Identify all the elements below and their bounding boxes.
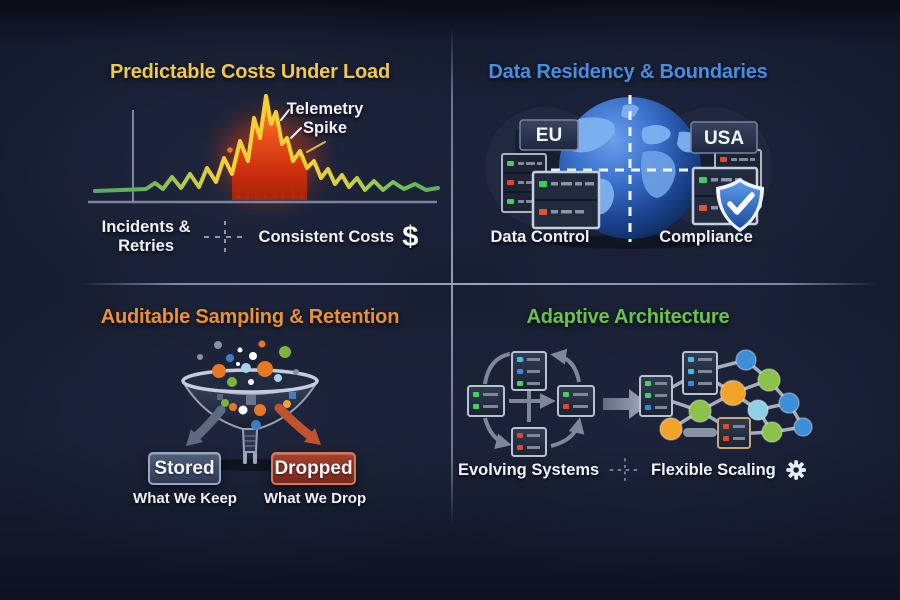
- compliance-label: Compliance: [659, 228, 753, 246]
- annotation-dashes: [280, 109, 326, 153]
- architecture-caption-row: Evolving Systems Flexible Scaling: [458, 452, 806, 488]
- arrow-right-icon: [274, 403, 321, 445]
- funnel-prong-left: [243, 452, 247, 464]
- spike-baseline-ticks: [237, 188, 303, 199]
- spike-fill-area: [232, 96, 307, 200]
- consistent-costs-label: Consistent Costs: [258, 227, 395, 246]
- architecture-title: Adaptive Architecture: [526, 306, 730, 328]
- vertical-divider: [451, 28, 453, 525]
- residency-title: Data Residency & Boundaries: [488, 61, 768, 83]
- cycle-server-right: [557, 385, 595, 417]
- dropped-badge: Dropped: [271, 452, 356, 485]
- cycle-server-bottom: [511, 427, 547, 457]
- horizontal-divider: [78, 283, 880, 285]
- stray-dot: [227, 147, 233, 153]
- mesh-server-top: [682, 351, 718, 395]
- eu-rack-front: [531, 170, 601, 230]
- mesh-server-left: [639, 375, 673, 417]
- evolving-systems-label: Evolving Systems: [458, 460, 600, 479]
- data-control-label: Data Control: [490, 228, 590, 246]
- costs-caption-row: Incidents & Retries Consistent Costs $: [88, 214, 432, 260]
- flexible-scaling-label: Flexible Scaling: [651, 460, 776, 479]
- what-we-keep-label: What We Keep: [133, 490, 237, 507]
- cost-line: [93, 94, 440, 193]
- mesh-connector-pill: [683, 428, 717, 437]
- sampling-title: Auditable Sampling & Retention: [100, 306, 400, 328]
- stored-badge: Stored: [148, 452, 221, 485]
- gear-icon: [786, 460, 806, 480]
- what-we-drop-label: What We Drop: [263, 490, 367, 507]
- arrow-left-icon: [186, 405, 226, 446]
- annotation-line2: Spike: [302, 118, 348, 137]
- globe-residency-graphic: EU USA: [485, 95, 772, 249]
- shield-check-icon: [716, 178, 764, 232]
- big-arrow-icon: [603, 389, 649, 419]
- sampling-funnel-graphic: [180, 340, 321, 471]
- dash-cross-divider: [609, 458, 641, 482]
- architecture-graphic: [467, 348, 813, 457]
- mesh-server-bottom: [717, 417, 751, 449]
- sample-dots: [197, 340, 299, 430]
- cycle-server-left: [467, 385, 505, 417]
- usa-label: USA: [704, 128, 744, 149]
- funnel-prong-right: [253, 452, 257, 464]
- usa-panel: USA: [690, 121, 758, 154]
- stem-ribs: [244, 435, 256, 447]
- costs-title: Predictable Costs Under Load: [109, 61, 390, 83]
- cycle-server-top: [511, 351, 547, 391]
- eu-label: EU: [536, 125, 562, 146]
- telemetry-spike-chart: [88, 94, 440, 204]
- eu-panel: EU: [519, 119, 579, 151]
- incidents-retries-label: Incidents & Retries: [101, 217, 191, 255]
- annotation-line1: Telemetry: [286, 100, 364, 118]
- dash-cross-divider: [203, 221, 246, 253]
- mesh-network-icon: [659, 349, 813, 443]
- dollar-icon: $: [402, 220, 419, 253]
- telemetry-spike-annotation: Telemetry Spike: [272, 100, 378, 138]
